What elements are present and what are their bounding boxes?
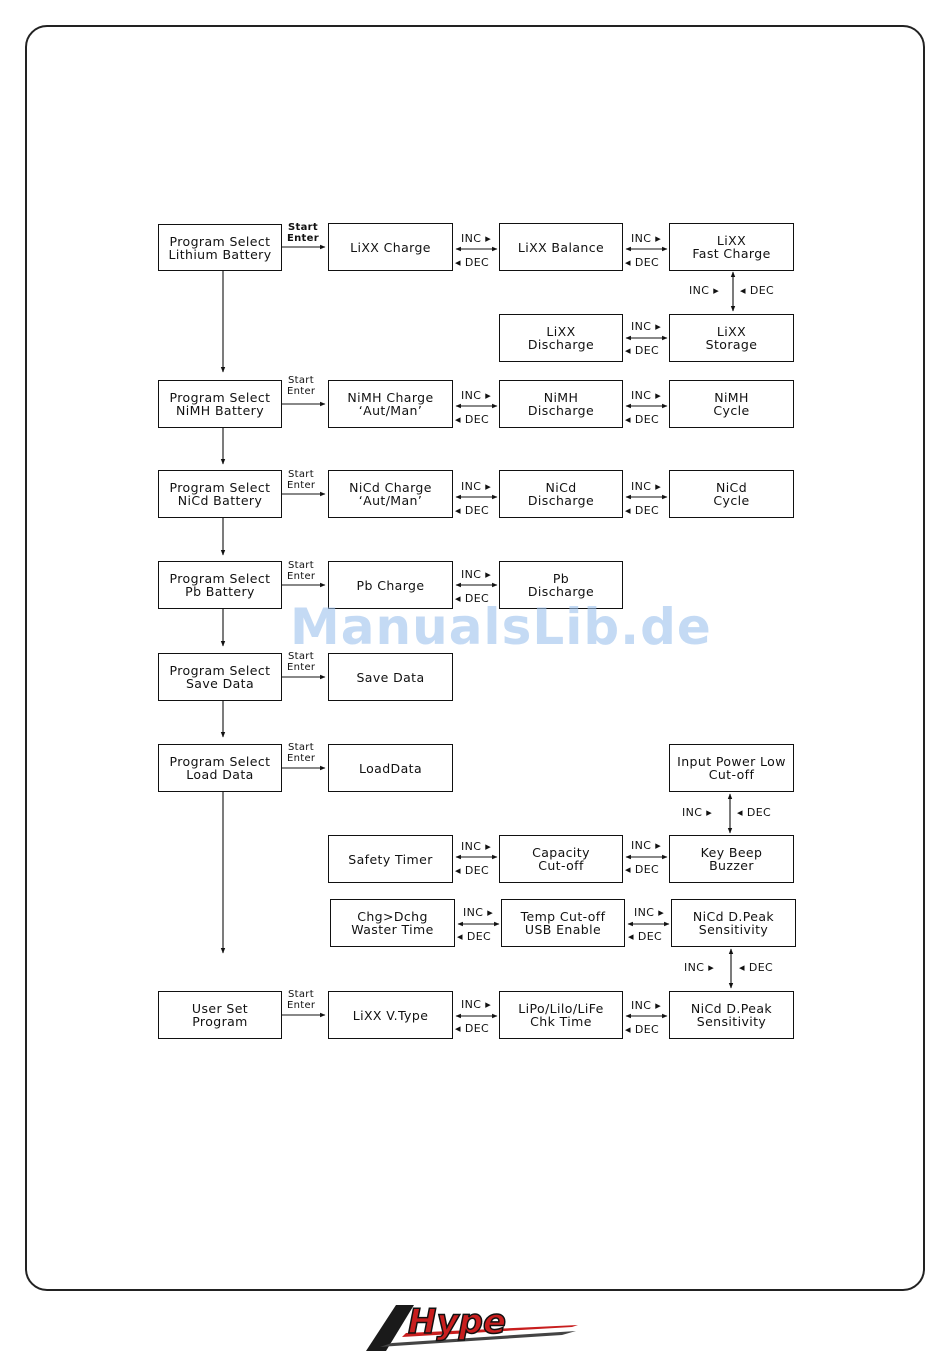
start-label: Start xyxy=(288,742,314,753)
start-label: Start xyxy=(288,651,314,662)
dec-label: ◂ DEC xyxy=(625,344,660,357)
dec-label: ◂ DEC xyxy=(455,592,490,605)
inc-label: INC ▸ xyxy=(631,389,662,402)
dec-label: ◂ DEC xyxy=(455,413,490,426)
load-data-box: LoadData xyxy=(328,744,453,792)
save-data-box: Save Data xyxy=(328,653,453,701)
pb-charge-box: Pb Charge xyxy=(328,561,453,609)
temp-cutoff-box: Temp Cut-off USB Enable xyxy=(501,899,625,947)
program-select-load: Program Select Load Data xyxy=(158,744,282,792)
nicd-charge-box: NiCd Charge ‘Aut/Man’ xyxy=(328,470,453,518)
inc-label: INC ▸ xyxy=(463,906,494,919)
watermark-text: ManualsLib.de xyxy=(290,598,712,656)
dec-label: ◂ DEC xyxy=(455,864,490,877)
nimh-charge-box: NiMH Charge ‘Aut/Man’ xyxy=(328,380,453,428)
dec-label: ◂ DEC xyxy=(455,256,490,269)
inc-label: INC ▸ xyxy=(461,568,492,581)
dec-label: ◂ DEC xyxy=(737,806,772,819)
pb-discharge-box: Pb Discharge xyxy=(499,561,623,609)
dec-label: ◂ DEC xyxy=(455,504,490,517)
inc-label: INC ▸ xyxy=(634,906,665,919)
nimh-discharge-box: NiMH Discharge xyxy=(499,380,623,428)
capacity-cutoff-box: Capacity Cut-off xyxy=(499,835,623,883)
enter-label: Enter xyxy=(287,753,316,764)
dec-label: ◂ DEC xyxy=(739,961,774,974)
start-label: Start xyxy=(288,375,314,386)
inc-label: INC ▸ xyxy=(631,320,662,333)
inc-label: INC ▸ xyxy=(461,232,492,245)
inc-label: INC ▸ xyxy=(631,480,662,493)
enter-label: Enter xyxy=(287,233,319,244)
nicd-cycle-box: NiCd Cycle xyxy=(669,470,794,518)
program-select-lithium: Program Select Lithium Battery xyxy=(158,224,282,271)
dec-label: ◂ DEC xyxy=(628,930,663,943)
dec-label: ◂ DEC xyxy=(625,1023,660,1036)
lixx-discharge-box: LiXX Discharge xyxy=(499,314,623,362)
program-select-nicd: Program Select NiCd Battery xyxy=(158,470,282,518)
dec-label: ◂ DEC xyxy=(740,284,775,297)
inc-label: INC ▸ xyxy=(689,284,720,297)
program-select-pb: Program Select Pb Battery xyxy=(158,561,282,609)
start-label: Start xyxy=(288,222,318,233)
nicd-peak-box-2: NiCd D.Peak Sensitivity xyxy=(669,991,794,1039)
dec-label: ◂ DEC xyxy=(625,256,660,269)
inc-label: INC ▸ xyxy=(461,480,492,493)
nimh-cycle-box: NiMH Cycle xyxy=(669,380,794,428)
key-beep-box: Key Beep Buzzer xyxy=(669,835,794,883)
nicd-peak-box-1: NiCd D.Peak Sensitivity xyxy=(671,899,796,947)
start-label: Start xyxy=(288,989,314,1000)
dec-label: ◂ DEC xyxy=(455,1022,490,1035)
start-label: Start xyxy=(288,469,314,480)
program-select-save: Program Select Save Data xyxy=(158,653,282,701)
chg-dchg-box: Chg>Dchg Waster Time xyxy=(330,899,455,947)
input-power-low-box: Input Power Low Cut-off xyxy=(669,744,794,792)
program-select-nimh: Program Select NiMH Battery xyxy=(158,380,282,428)
inc-label: INC ▸ xyxy=(684,961,715,974)
page-frame xyxy=(25,25,925,1291)
inc-label: INC ▸ xyxy=(461,998,492,1011)
safety-timer-box: Safety Timer xyxy=(328,835,453,883)
inc-label: INC ▸ xyxy=(631,232,662,245)
start-label: Start xyxy=(288,560,314,571)
chk-time-box: LiPo/Lilo/LiFe Chk Time xyxy=(499,991,623,1039)
lixx-balance-box: LiXX Balance xyxy=(499,223,623,271)
lixx-fast-charge-box: LiXX Fast Charge xyxy=(669,223,794,271)
lixx-vtype-box: LiXX V.Type xyxy=(328,991,453,1039)
enter-label: Enter xyxy=(287,662,316,673)
lixx-storage-box: LiXX Storage xyxy=(669,314,794,362)
hype-logo: Hype xyxy=(366,1301,578,1351)
enter-label: Enter xyxy=(287,480,316,491)
nicd-discharge-box: NiCd Discharge xyxy=(499,470,623,518)
dec-label: ◂ DEC xyxy=(625,504,660,517)
inc-label: INC ▸ xyxy=(631,839,662,852)
dec-label: ◂ DEC xyxy=(625,863,660,876)
inc-label: INC ▸ xyxy=(461,389,492,402)
inc-label: INC ▸ xyxy=(682,806,713,819)
enter-label: Enter xyxy=(287,1000,316,1011)
inc-label: INC ▸ xyxy=(631,999,662,1012)
inc-label: INC ▸ xyxy=(461,840,492,853)
user-set-program: User Set Program xyxy=(158,991,282,1039)
brand-name: Hype xyxy=(408,1302,506,1342)
lixx-charge-box: LiXX Charge xyxy=(328,223,453,271)
connectors xyxy=(220,244,736,1019)
dec-label: ◂ DEC xyxy=(457,930,492,943)
enter-label: Enter xyxy=(287,386,316,397)
dec-label: ◂ DEC xyxy=(625,413,660,426)
enter-label: Enter xyxy=(287,571,316,582)
